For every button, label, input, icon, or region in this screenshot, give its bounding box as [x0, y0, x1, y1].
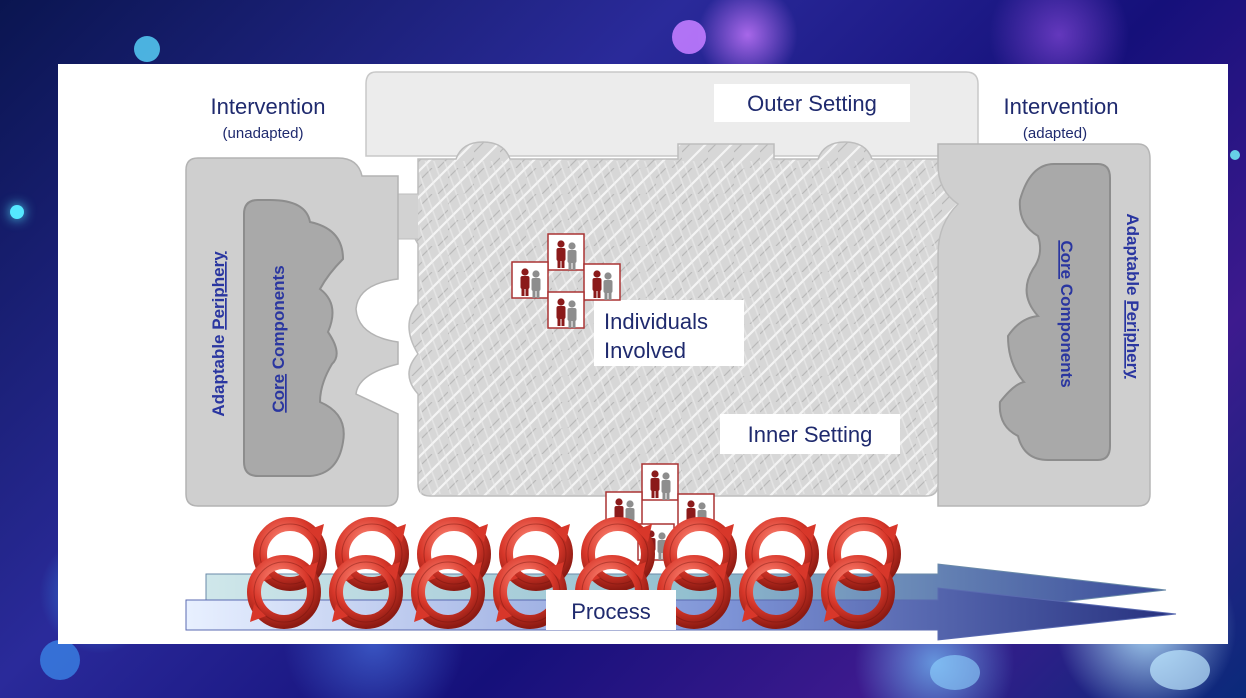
bokeh-dot: [672, 20, 706, 54]
bokeh-dot: [134, 36, 160, 62]
core-components-left: Core Components: [269, 265, 288, 412]
bokeh-dot: [1230, 150, 1240, 160]
adaptable-periphery-left: Adaptable Periphery: [209, 251, 228, 417]
outer-setting-label: Outer Setting: [747, 91, 877, 116]
bokeh-dot: [40, 640, 80, 680]
intervention-right-subtitle: (adapted): [1023, 125, 1087, 142]
process-label: Process: [571, 599, 650, 624]
core-components-right-shape: [998, 163, 1111, 461]
individuals-label-line2: Involved: [604, 338, 686, 363]
core-components-right: Core Components: [1057, 240, 1076, 387]
bokeh-dot: [10, 205, 24, 219]
intervention-left-subtitle: (unadapted): [223, 125, 304, 142]
core-components-left-shape: [243, 199, 345, 477]
intervention-right-title: Intervention: [1004, 94, 1119, 119]
intervention-left-title: Intervention: [211, 94, 326, 119]
adaptable-periphery-right: Adaptable Periphery: [1123, 213, 1142, 379]
individuals-people-icon: [512, 234, 620, 328]
bokeh-dot: [1150, 650, 1210, 690]
diagram-slide: Intervention (unadapted) Intervention (a…: [58, 64, 1228, 644]
bokeh-dot: [930, 655, 980, 690]
cfir-diagram: Intervention (unadapted) Intervention (a…: [185, 71, 1177, 641]
inner-setting-label: Inner Setting: [748, 422, 873, 447]
individuals-label-line1: Individuals: [604, 309, 708, 334]
